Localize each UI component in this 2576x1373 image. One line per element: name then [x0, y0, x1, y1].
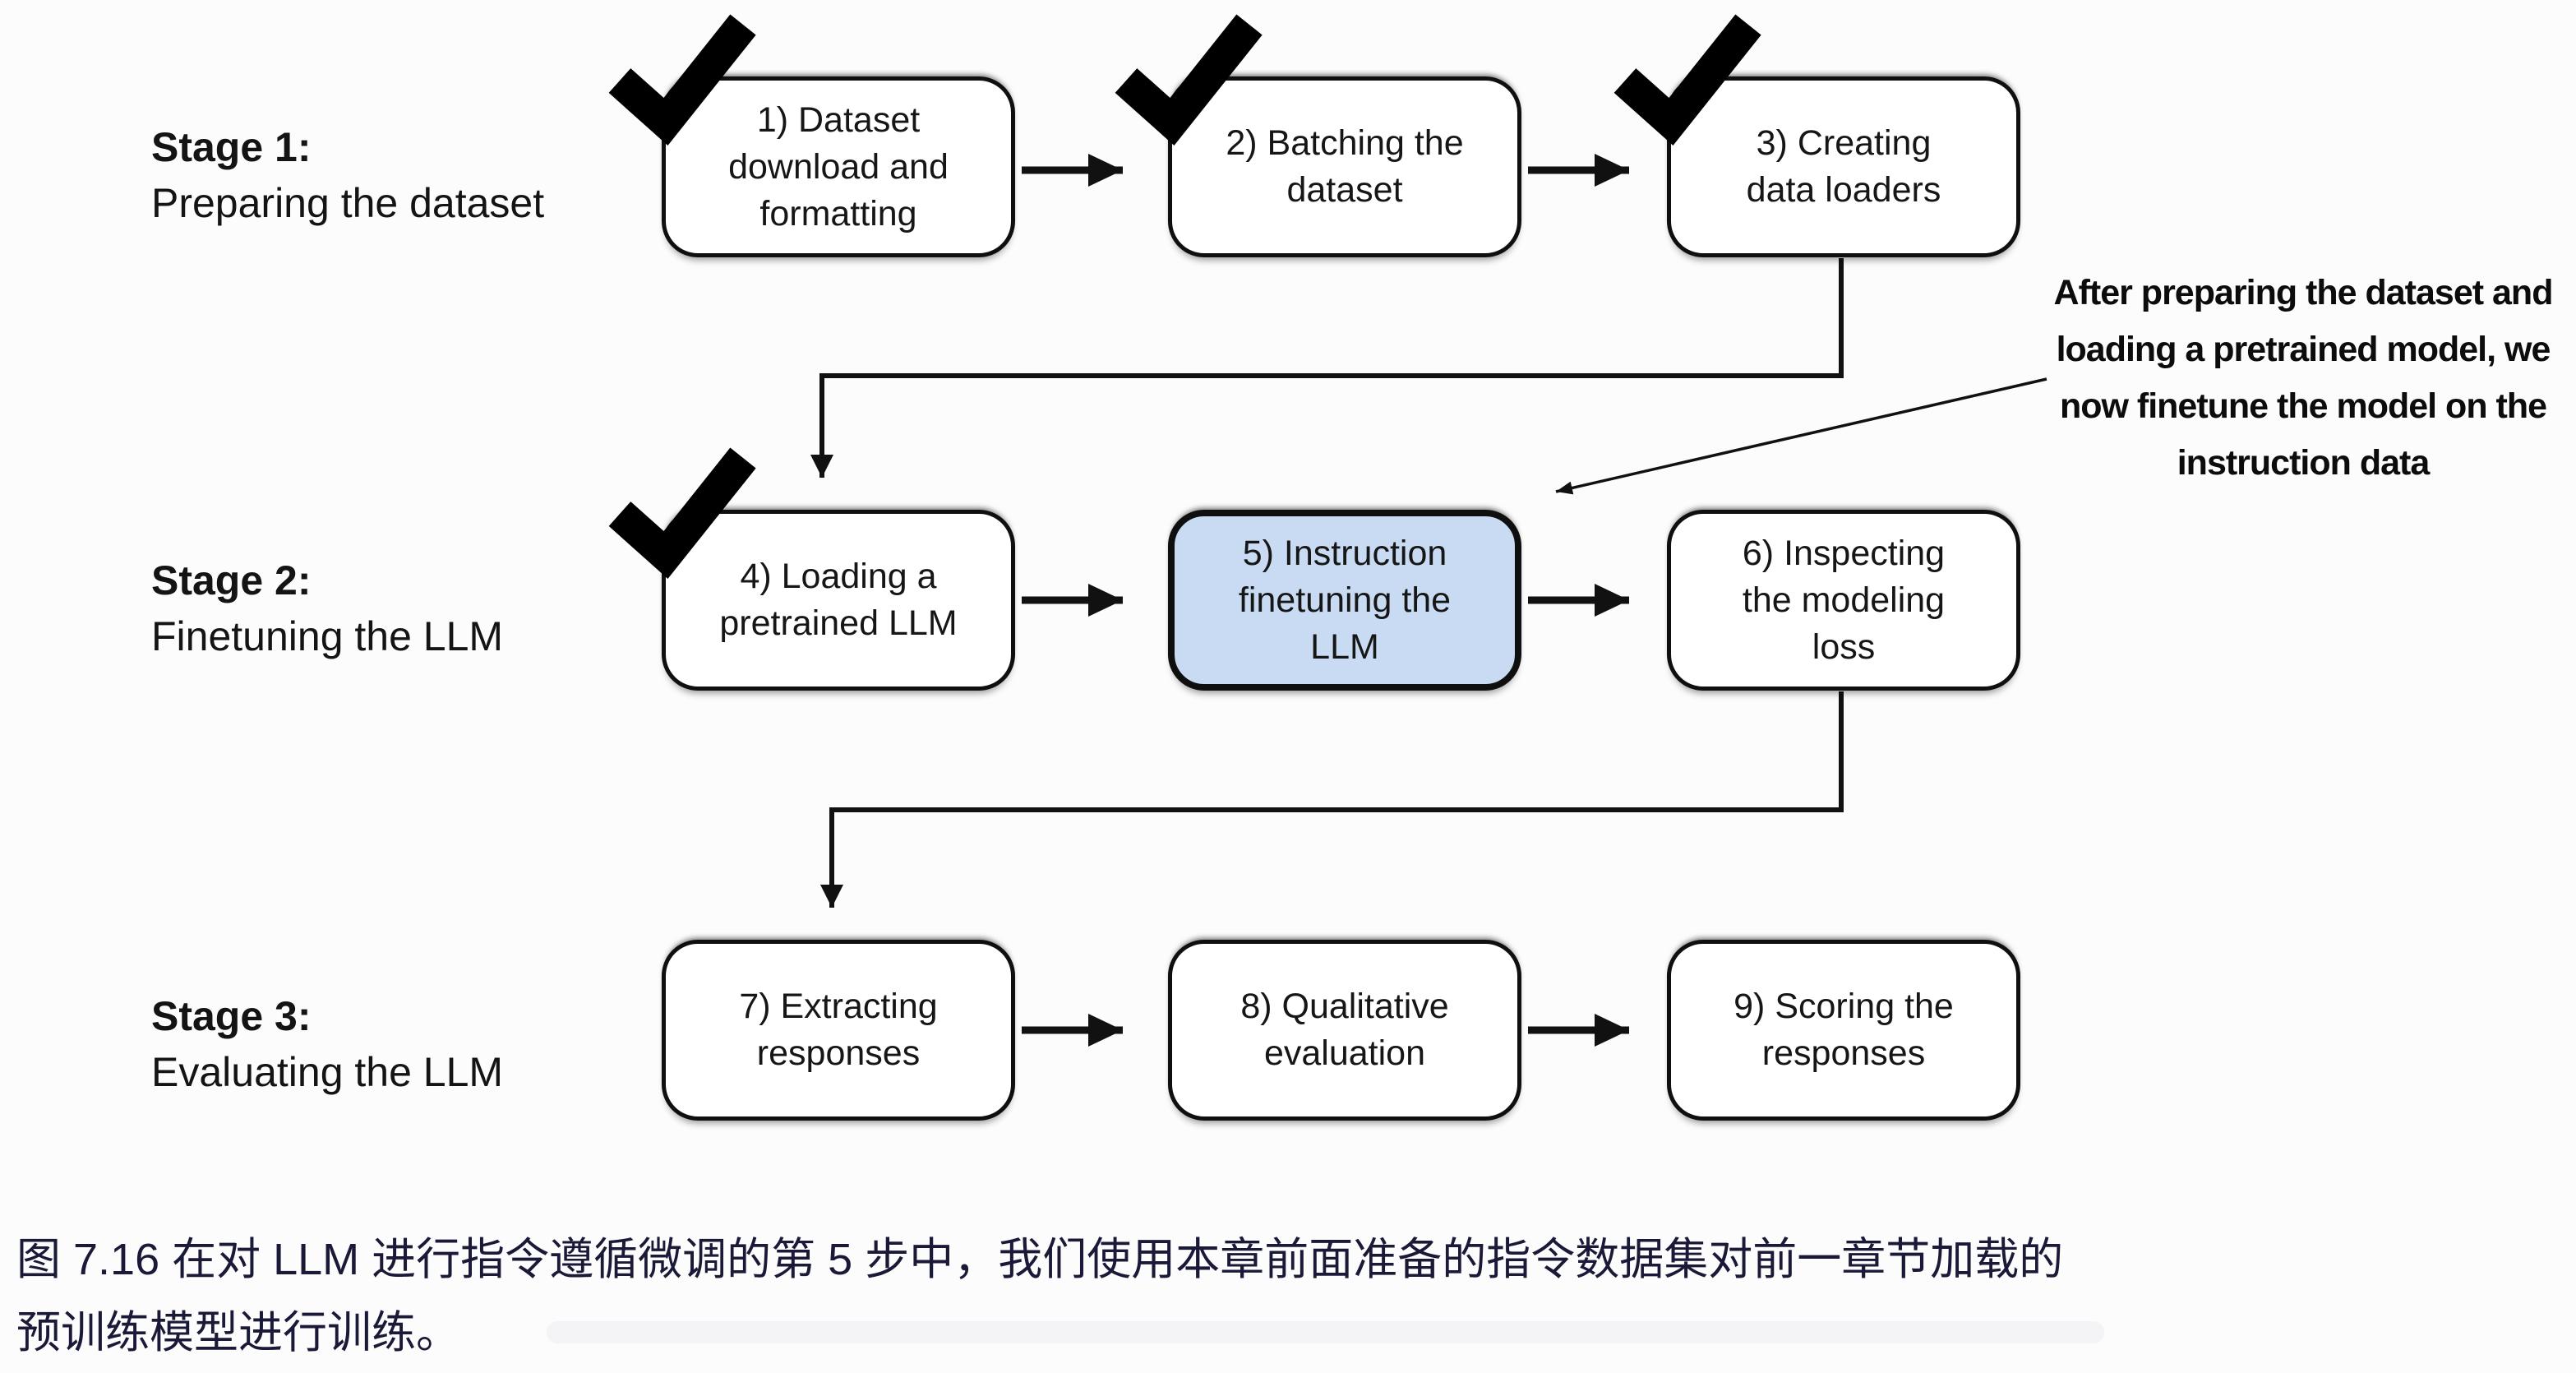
stage-3-label: Stage 3: Evaluating the LLM [151, 988, 503, 1100]
stage-1-label: Stage 1: Preparing the dataset [151, 119, 544, 231]
stage-3-subtitle: Evaluating the LLM [151, 1049, 504, 1095]
connector-box6-to-box7 [820, 691, 1844, 908]
box-8-line: evaluation [1263, 1033, 1426, 1073]
caption-line-1: 图 7.16 在对 LLM 进行指令遵循微调的第 5 步中，我们使用本章前面准备… [16, 1235, 2064, 1284]
box-2-line: 2) Batching the [1226, 123, 1464, 163]
box-4-line: 4) Loading a [740, 557, 937, 596]
annotation-line: now finetune the model on the [2059, 386, 2547, 426]
box-6-inspecting-modeling-loss: 6) Inspecting the modeling loss [1667, 510, 2020, 691]
stage-2-subtitle: Finetuning the LLM [151, 613, 504, 659]
box-7-line: 7) Extracting [739, 987, 938, 1026]
box-5-line: LLM [1310, 626, 1379, 667]
annotation-line: loading a pretrained model, we [2056, 330, 2551, 369]
box-3-creating-data-loaders: 3) Creating data loaders [1613, 14, 2020, 257]
box-1-dataset-download: 1) Dataset download and formatting [608, 14, 1015, 257]
annotation-arrow [1555, 377, 2047, 495]
box-2-line: dataset [1286, 170, 1403, 210]
figure-caption: 图 7.16 在对 LLM 进行指令遵循微调的第 5 步中，我们使用本章前面准备… [16, 1223, 2548, 1370]
box-4-loading-pretrained-llm: 4) Loading a pretrained LLM [608, 447, 1015, 691]
connector-box3-to-box4 [810, 258, 1844, 478]
box-1-line: 1) Dataset [756, 99, 921, 140]
stage-2-label: Stage 2: Finetuning the LLM [151, 552, 503, 664]
box-4-line: pretrained LLM [719, 603, 958, 643]
annotation-line: instruction data [2177, 443, 2431, 483]
bottom-fade-bar [547, 1321, 2104, 1343]
stage-1-title: Stage 1: [151, 124, 312, 170]
box-7-line: responses [756, 1033, 921, 1073]
box-6-line: 6) Inspecting [1742, 533, 1946, 573]
box-3-line: 3) Creating [1756, 123, 1932, 163]
stage-3-title: Stage 3: [151, 993, 312, 1039]
box-6-line: loss [1812, 626, 1876, 667]
box-2-batching-dataset: 2) Batching the dataset [1115, 14, 1521, 257]
annotation-note: After preparing the dataset and loading … [2030, 265, 2576, 492]
box-5-line: 5) Instruction [1242, 533, 1447, 573]
box-1-line: formatting [759, 193, 917, 233]
box-5-line: finetuning the [1238, 580, 1452, 620]
box-5-instruction-finetuning-llm: 5) Instruction finetuning the LLM [1168, 510, 1521, 691]
box-6-line: the modeling [1742, 580, 1946, 620]
box-9-line: 9) Scoring the [1733, 987, 1954, 1026]
box-1-line: download and [728, 146, 949, 187]
box-9-scoring-responses: 9) Scoring the responses [1667, 940, 2020, 1121]
stage-1-subtitle: Preparing the dataset [151, 180, 545, 226]
box-9-line: responses [1761, 1033, 1926, 1073]
box-8-qualitative-evaluation: 8) Qualitative evaluation [1168, 940, 1521, 1121]
annotation-line: After preparing the dataset and [2053, 273, 2554, 312]
stage-2-title: Stage 2: [151, 557, 312, 603]
box-3-line: data loaders [1746, 170, 1941, 210]
caption-line-2: 预训练模型进行训练。 [16, 1308, 460, 1357]
box-8-line: 8) Qualitative [1240, 987, 1449, 1026]
box-7-extracting-responses: 7) Extracting responses [662, 940, 1015, 1121]
